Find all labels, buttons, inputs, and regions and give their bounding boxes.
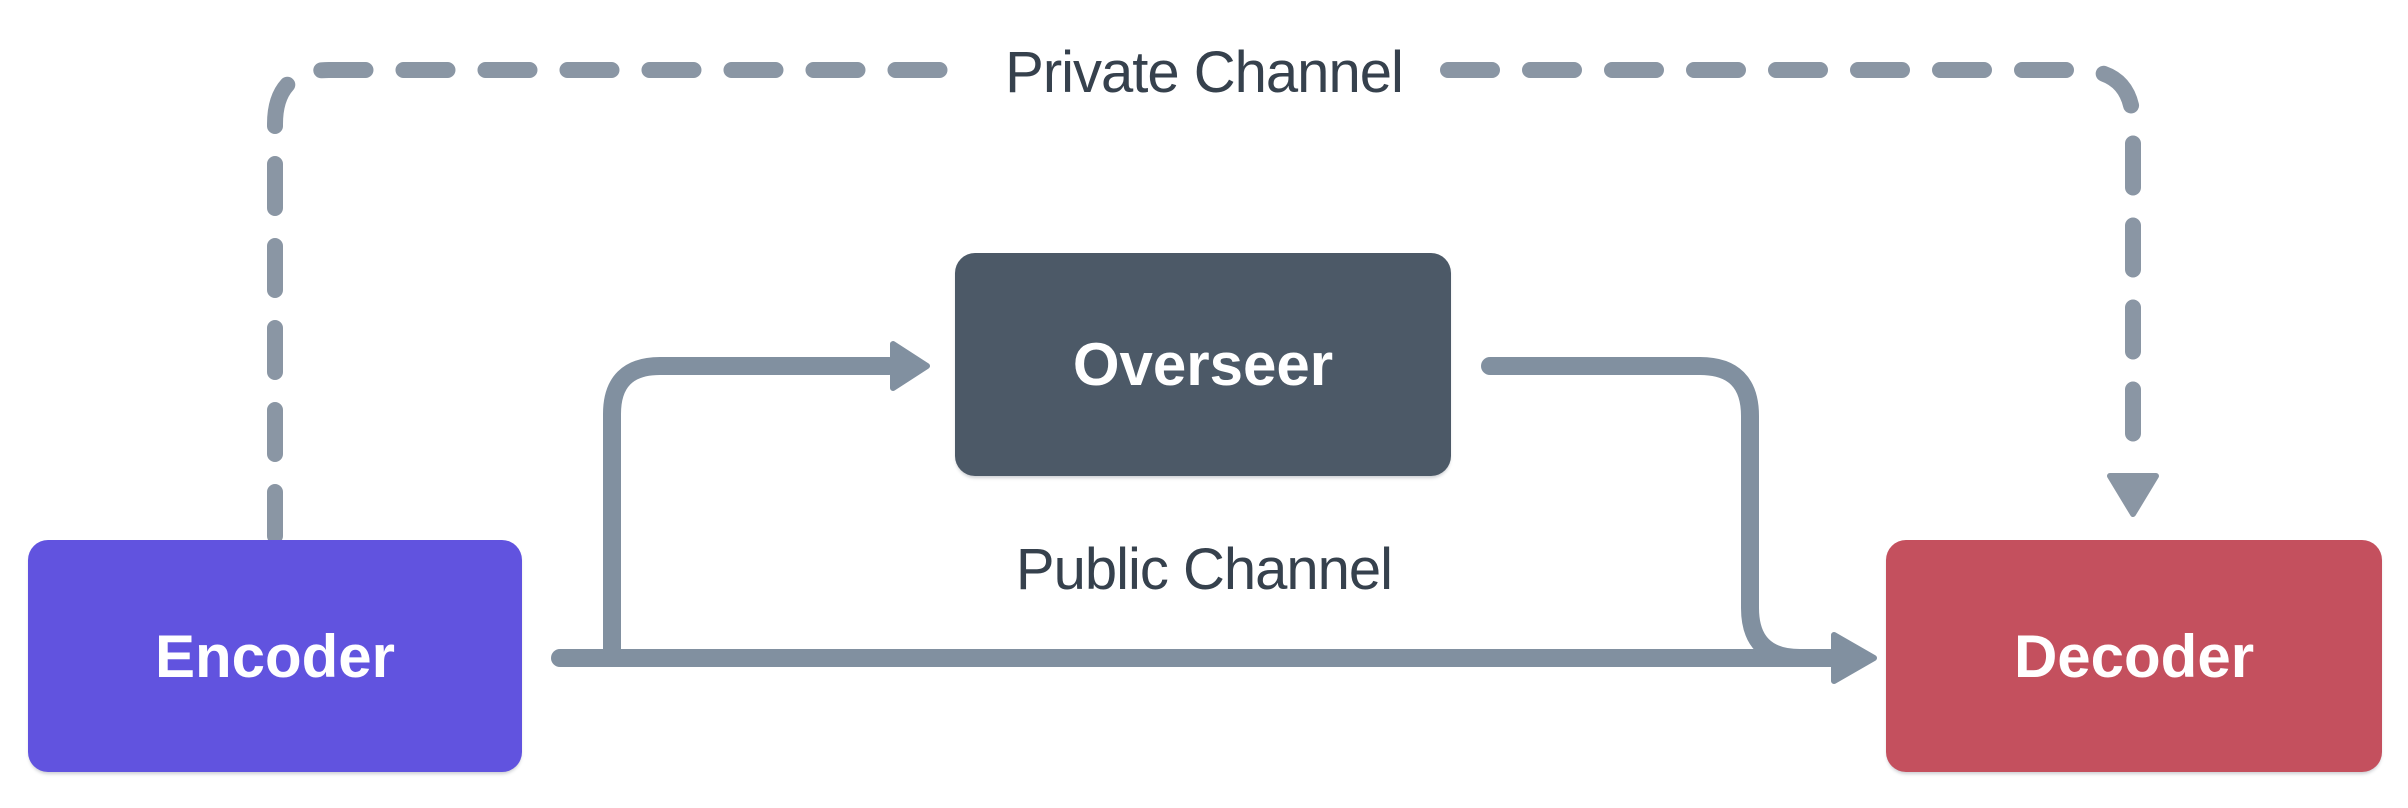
private-channel-arrowhead-icon xyxy=(2107,473,2159,517)
decoder-node: Decoder xyxy=(1886,540,2382,772)
overseer-node-label: Overseer xyxy=(1072,331,1334,398)
private-channel-label: Private Channel xyxy=(1005,40,1404,105)
encoder-node: Encoder xyxy=(28,540,522,772)
overseer-node: Overseer xyxy=(955,253,1451,476)
private-channel-path-right xyxy=(1440,62,2141,472)
overseer-to-decoder-line xyxy=(1481,357,1839,667)
decoder-node-label: Decoder xyxy=(2013,622,2255,690)
overseer-arrowhead-icon xyxy=(890,341,930,391)
public-channel-label: Public Channel xyxy=(1015,537,1393,602)
public-channel-arrowhead-icon xyxy=(1831,632,1877,684)
encoder-to-overseer-line xyxy=(603,357,898,667)
private-channel-path-left xyxy=(267,62,975,544)
encoder-node-label: Encoder xyxy=(154,622,396,690)
